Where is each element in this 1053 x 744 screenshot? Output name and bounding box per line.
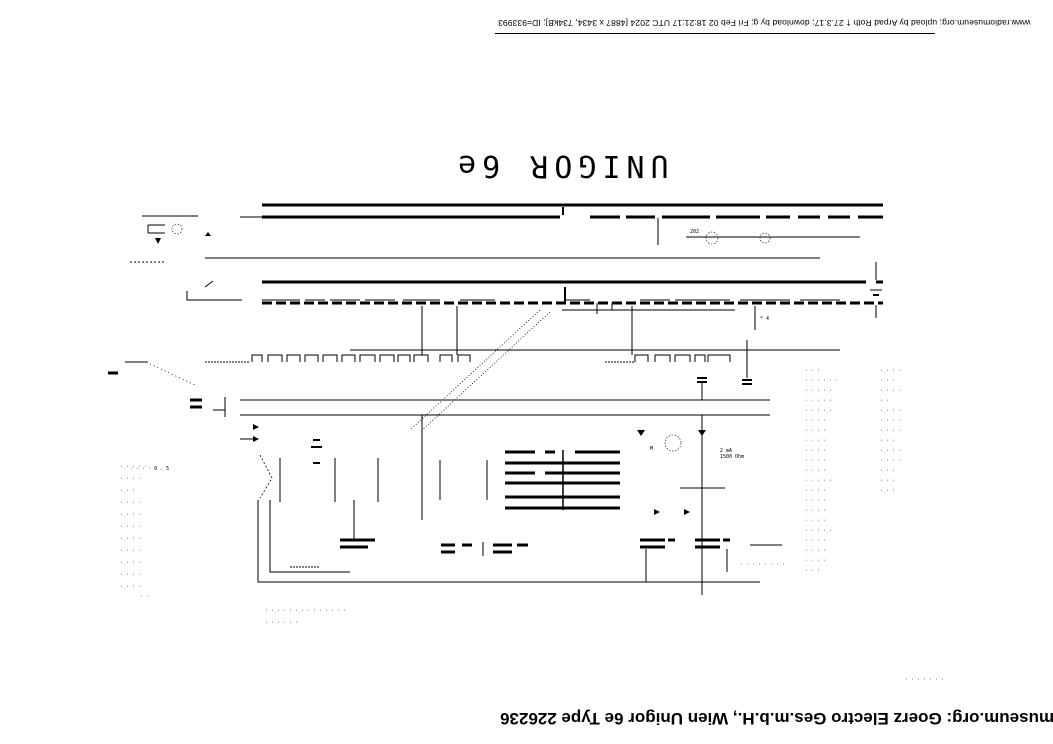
svg-text:· · · · · ·: · · · · · · [265, 620, 298, 626]
svg-text:· · · · ·: · · · · · [805, 408, 832, 414]
svg-text:· · · ·: · · · · [805, 458, 826, 464]
svg-text:· · ·: · · · [805, 368, 820, 374]
svg-text:· · ·: · · · [120, 488, 135, 494]
svg-text:· · · ·: · · · · [880, 418, 901, 424]
svg-text:2 mA: 2 mA [720, 448, 732, 454]
svg-text:· · · ·: · · · · [120, 500, 141, 506]
svg-text:· · · ·: · · · · [120, 512, 141, 518]
svg-text:· · · · 0 . 5: · · · · 0 . 5 [130, 466, 169, 472]
svg-text:· · · ·: · · · · [805, 428, 826, 434]
svg-text:· · · ·: · · · · [120, 560, 141, 566]
component-value-table-right: · · · · · · · · · · · · · · · · · · · · · ·… [880, 368, 901, 494]
svg-text:1500 Ohm: 1500 Ohm [720, 454, 744, 460]
svg-text:· ·: · · [880, 398, 889, 404]
svg-text:· · · ·: · · · · [880, 388, 901, 394]
svg-text:· · · ·: · · · · [120, 536, 141, 542]
svg-text:· · · ·: · · · · [120, 476, 141, 482]
footer-title: Radiomuseum.org: Goerz Electro Ges.m.b.H… [500, 709, 1053, 728]
svg-text:M: M [650, 446, 653, 452]
svg-text:· · · ·: · · · · [120, 548, 141, 554]
svg-text:· · · · · · ·: · · · · · · · [905, 677, 944, 683]
svg-text:· · · ·: · · · · [805, 448, 826, 454]
svg-text:· · · ·: · · · · [120, 584, 141, 590]
svg-text:· · · ·: · · · · [120, 524, 141, 530]
svg-text:· · · ·: · · · · [880, 408, 901, 414]
svg-text:· · ·: · · · [880, 488, 895, 494]
svg-text:* 4: * 4 [760, 316, 769, 322]
svg-text:· · · ·: · · · · [120, 572, 141, 578]
svg-text:· · ·: · · · [880, 438, 895, 444]
svg-text:· · · · ·: · · · · · [805, 388, 832, 394]
svg-text:· · ·: · · · [880, 478, 895, 484]
svg-text:· · · ·: · · · · [880, 448, 901, 454]
svg-text:· · · ·: · · · · [805, 548, 826, 554]
svg-text:· · · ·: · · · · [805, 558, 826, 564]
svg-text:· · · ·: · · · · [805, 418, 826, 424]
svg-text:· · ·: · · · [805, 568, 820, 574]
svg-text:· · · · ·: · · · · · [805, 478, 832, 484]
svg-text:· · · ·: · · · · [805, 468, 826, 474]
svg-text:202: 202 [690, 229, 699, 235]
svg-text:· ·: · · [140, 594, 149, 600]
svg-text:· · · · ·: · · · · · [805, 398, 832, 404]
svg-text:· · · ·: · · · · [805, 518, 826, 524]
svg-text:· · ·: · · · [880, 468, 895, 474]
svg-text:· · · ·: · · · · [805, 438, 826, 444]
header-divider [495, 33, 935, 34]
svg-text:· · · ·: · · · · [805, 488, 826, 494]
svg-text:· · · ·: · · · · [805, 508, 826, 514]
svg-text:· · ·: · · · [880, 378, 895, 384]
svg-text:· · · · ·: · · · · · [805, 528, 832, 534]
svg-text:· · · · · ·: · · · · · · [805, 378, 838, 384]
component-value-table-left: · · · · · · · · · · · · · · · · · · · · · … [805, 368, 838, 574]
svg-text:· · · ·: · · · · [880, 428, 901, 434]
svg-text:· · · · · · · · · · · · · ·: · · · · · · · · · · · · · · [265, 608, 346, 614]
component-value-table-bottom-left: · · · · · · · · · · · · · · · · · · · · · ·… [120, 464, 149, 600]
svg-text:· · · · ·: · · · · · [120, 464, 147, 470]
svg-text:· · · ·: · · · · [805, 498, 826, 504]
svg-text:· · · ·: · · · · [880, 458, 901, 464]
svg-text:· · · ·: · · · · [805, 538, 826, 544]
svg-text:· · · · · · · ·: · · · · · · · · [740, 562, 785, 568]
svg-text:· · · ·: · · · · [880, 368, 901, 374]
